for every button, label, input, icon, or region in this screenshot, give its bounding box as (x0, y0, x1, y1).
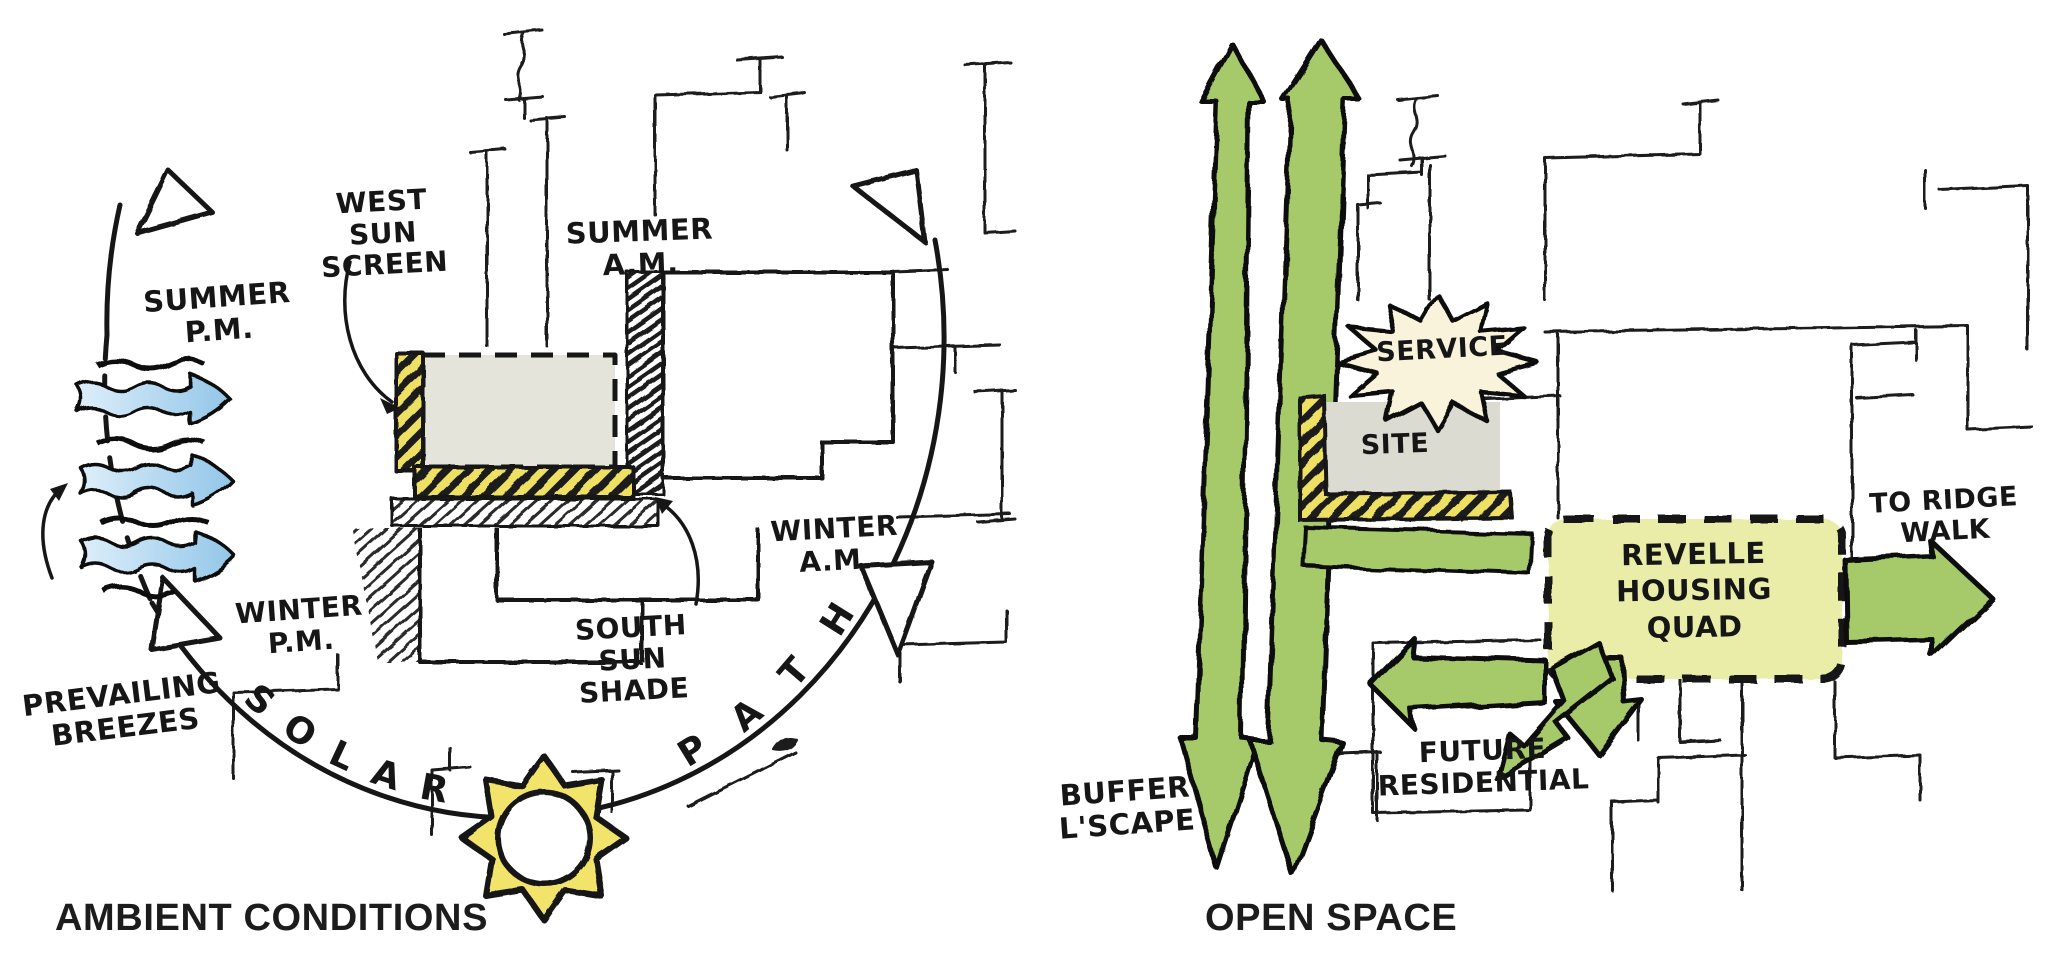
breeze-curl-line (41, 486, 64, 580)
breeze-curl-arrowhead (50, 483, 68, 501)
south-sunshade-hatch (413, 465, 635, 499)
service-burst (1334, 291, 1540, 433)
future-diagonal-arrow (1495, 639, 1615, 783)
east-building-outline (661, 270, 895, 480)
breeze-arrow-icon (78, 453, 234, 507)
flag-blob-icon (772, 737, 798, 751)
left-panel-title: AMBIENT CONDITIONS (55, 897, 489, 939)
sun-icon (459, 753, 629, 923)
revelle-quad-box (1544, 515, 1846, 683)
label-winter-am: WINTER A.M. (769, 508, 899, 579)
west-sunscreen-leader (343, 260, 394, 404)
triangle-marker-summer-pm (134, 167, 215, 236)
grey-hatch-band (390, 497, 660, 528)
green-band-under-site (1301, 525, 1535, 577)
sketch-lines-right (1298, 94, 2034, 892)
label-south-sun-shade: SOUTH SUN SHADE (574, 608, 690, 711)
label-west-sun-screen: WEST SUN SCREEN (320, 182, 449, 285)
leader-lines (41, 260, 700, 606)
lower-building-hatch-wedge (352, 528, 420, 662)
west-sunscreen-leader-arrowhead (380, 398, 400, 414)
black-hatch-band (625, 270, 665, 496)
label-summer-am: SUMMER A.M. (565, 211, 714, 283)
label-summer-pm: SUMMER P.M. (142, 274, 292, 350)
label-winter-pm: WINTER P.M. (234, 588, 364, 660)
breeze-arrows (76, 357, 236, 599)
ridge-walk-arrow (1842, 537, 1995, 659)
right-panel-title: OPEN SPACE (1205, 897, 1458, 939)
label-buffer-lscape: BUFFER L'SCAPE (1057, 769, 1197, 846)
buffer-arrow-left (1177, 42, 1267, 871)
site-building-dashed (420, 352, 618, 470)
label-site: SITE (1360, 427, 1430, 462)
west-sunscreen-hatch (394, 351, 425, 473)
breeze-arrow-icon (76, 372, 232, 426)
breeze-arrow-icon (80, 528, 236, 582)
triangle-marker-winter-am (858, 559, 935, 658)
lower-building-outline (418, 528, 760, 664)
triangle-marker-summer-am (850, 167, 928, 245)
south-sunshade-leader (659, 501, 700, 606)
breeze-squiggles (94, 357, 210, 599)
circulation-arrows (1367, 537, 1995, 783)
label-to-ridge-walk: TO RIDGE WALK (1868, 481, 2019, 549)
sketch-lines-left (231, 28, 1017, 837)
site-hatch-border (1298, 393, 1515, 523)
solar-arc-word: SOLAR (236, 676, 476, 816)
label-future-residential: FUTURE RESIDENTIAL (1377, 731, 1590, 803)
building-plan-sketch (352, 270, 895, 664)
future-left-arrow (1367, 635, 1548, 731)
south-sunshade-leader-arrowhead (655, 497, 673, 514)
triangle-marker-winter-pm (149, 575, 223, 653)
label-revelle-housing-quad: REVELLE HOUSING QUAD (1615, 535, 1773, 645)
